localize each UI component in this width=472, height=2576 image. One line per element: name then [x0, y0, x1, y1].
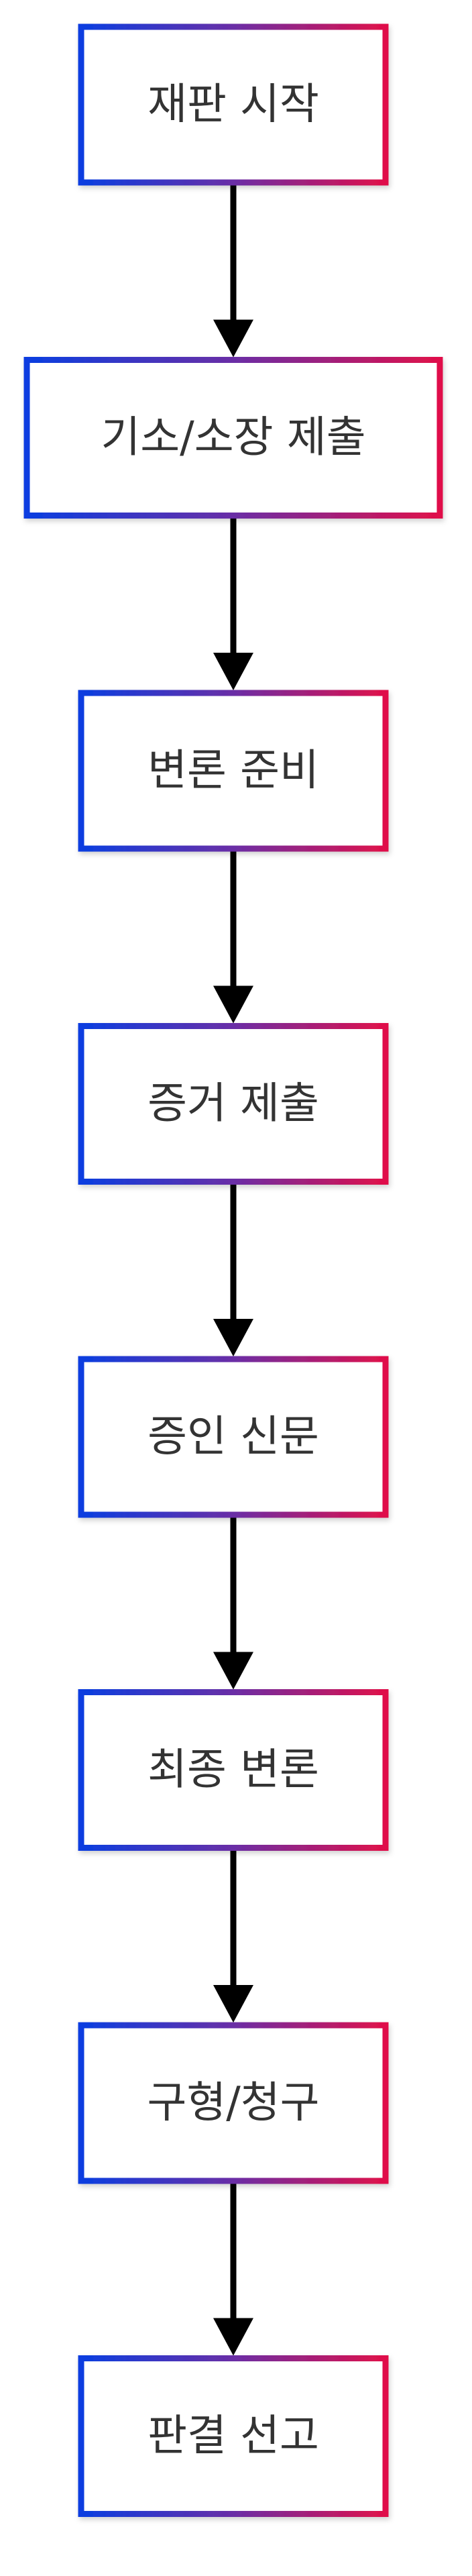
flow-node-1: 재판 시작	[78, 23, 389, 186]
edges-layer	[213, 185, 253, 2356]
flow-arrow-4	[213, 1184, 253, 1356]
flow-node-3: 변론 준비	[78, 690, 389, 852]
flow-node-label: 판결 선고	[148, 2412, 319, 2461]
flow-node-box	[78, 23, 389, 186]
flow-arrow-1	[213, 185, 253, 358]
flow-node-7: 구형/청구	[78, 2022, 389, 2184]
flow-node-6: 최종 변론	[78, 1689, 389, 1851]
flow-node-label: 최종 변론	[148, 1746, 319, 1795]
flow-node-box	[78, 690, 389, 852]
arrow-head-icon	[213, 1652, 253, 1690]
flow-arrow-3	[213, 851, 253, 1024]
flow-node-5: 증인 신문	[78, 1356, 389, 1518]
flow-node-label: 증거 제출	[148, 1079, 319, 1129]
arrow-head-icon	[213, 653, 253, 690]
flow-node-box	[23, 357, 443, 519]
flow-node-box	[78, 1689, 389, 1851]
flow-node-4: 증거 제출	[78, 1023, 389, 1185]
arrow-head-icon	[213, 1319, 253, 1356]
flow-node-box	[78, 1356, 389, 1518]
flow-node-8: 판결 선고	[78, 2355, 389, 2517]
arrow-head-icon	[213, 1985, 253, 2023]
flow-node-label: 재판 시작	[148, 80, 319, 129]
flow-arrow-6	[213, 1850, 253, 2023]
flow-node-box	[78, 1023, 389, 1185]
flow-node-box	[78, 2022, 389, 2184]
flow-node-2: 기소/소장 제출	[23, 357, 443, 519]
flow-arrow-5	[213, 1517, 253, 1690]
flow-node-label: 변론 준비	[148, 746, 319, 796]
flow-node-label: 기소/소장 제출	[101, 413, 365, 463]
arrow-head-icon	[213, 319, 253, 358]
flow-node-label: 증인 신문	[148, 1412, 319, 1462]
flow-node-box	[78, 2355, 389, 2517]
arrow-head-icon	[213, 2318, 253, 2356]
arrow-head-icon	[213, 985, 253, 1024]
flow-arrow-7	[213, 2184, 253, 2356]
flow-arrow-2	[213, 518, 253, 690]
flow-node-label: 구형/청구	[147, 2078, 319, 2128]
